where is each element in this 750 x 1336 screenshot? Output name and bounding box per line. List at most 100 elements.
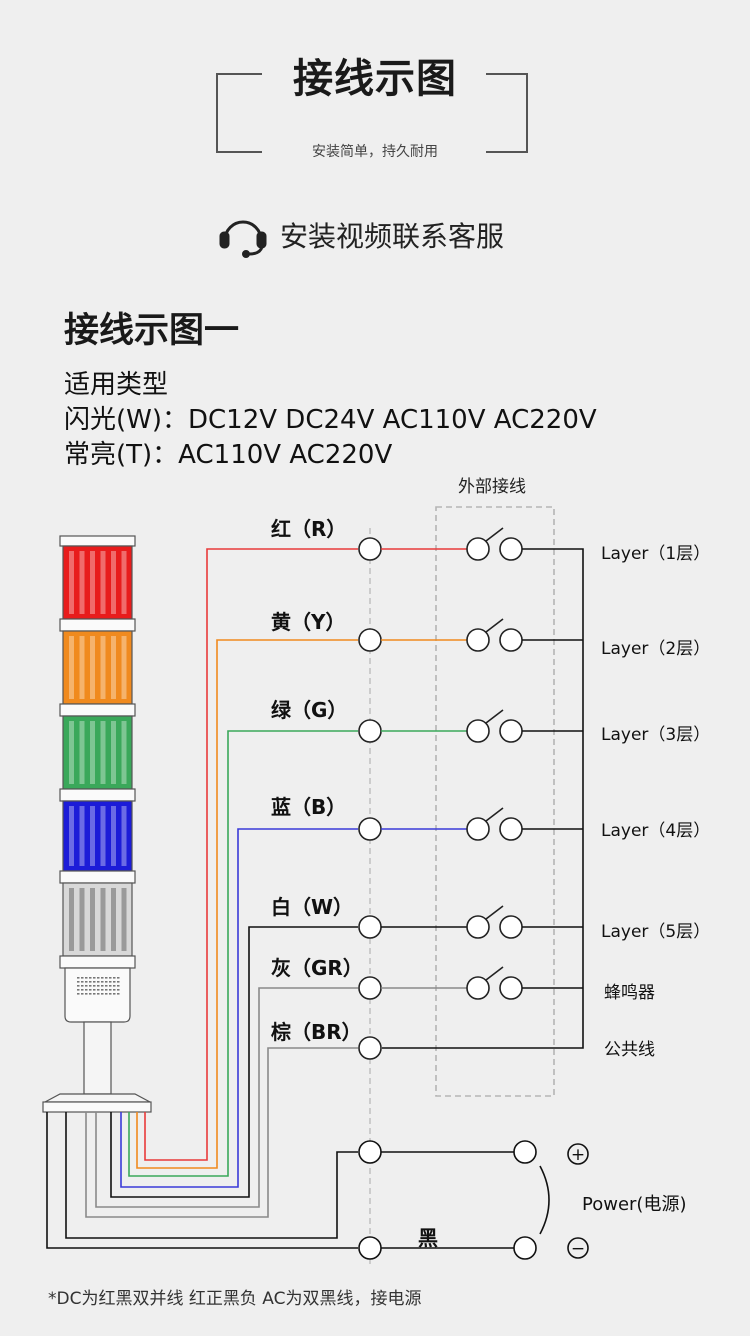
wire-label-yellow: 黄（Y） xyxy=(271,610,346,634)
wire-black-1 xyxy=(65,1112,358,1239)
lens-rib xyxy=(100,551,106,614)
layer-2-label: Layer（2层） xyxy=(601,639,711,659)
switch-contact-a-5 xyxy=(466,915,490,939)
lens-rib xyxy=(100,888,106,951)
header-bracket-right xyxy=(486,73,528,153)
power-section xyxy=(358,1140,589,1260)
layer-1-label: Layer（1层） xyxy=(601,544,711,564)
lens-rib xyxy=(100,636,106,699)
lens-rib xyxy=(111,806,116,866)
lens-rib xyxy=(111,721,116,784)
terminal-3 xyxy=(358,719,382,743)
terminal-5 xyxy=(358,915,382,939)
wire-brown xyxy=(85,1047,358,1218)
switch-contact-b-4 xyxy=(499,817,523,841)
switch-lever-1 xyxy=(485,527,504,542)
switch-contact-b-5 xyxy=(499,915,523,939)
switch-lever-3 xyxy=(485,709,504,724)
terminal-2 xyxy=(358,628,382,652)
layer-4-label: Layer（4层） xyxy=(601,821,711,841)
buzzer-grille xyxy=(77,977,120,995)
wire-grey xyxy=(95,987,358,1208)
switch-contact-b-6 xyxy=(499,976,523,1000)
headset-icon xyxy=(219,220,267,258)
black-wire-label: 黑 xyxy=(418,1226,438,1250)
wire-green xyxy=(128,730,358,1177)
switch-contact-b-3 xyxy=(499,719,523,743)
power-terminal-plus xyxy=(358,1140,382,1164)
header-bracket-left xyxy=(216,73,262,153)
switch-contact-b-2 xyxy=(499,628,523,652)
plus-symbol-icon xyxy=(567,1143,589,1165)
steady-type-line: 常亮(T)：AC110V AC220V xyxy=(64,440,393,470)
power-bracket xyxy=(539,1165,550,1235)
tower-cap xyxy=(59,535,136,547)
common-wire-label: 公共线 xyxy=(604,1040,655,1060)
buzzer-label: 蜂鸣器 xyxy=(604,983,655,1003)
wire-label-white: 白（W） xyxy=(271,895,354,919)
switch-lever-5 xyxy=(485,905,504,920)
lens-rib xyxy=(90,636,95,699)
switch-contact-a-2 xyxy=(466,628,490,652)
supply-terminal-plus xyxy=(513,1140,537,1164)
flash-type-line: 闪光(W)：DC12V DC24V AC110V AC220V xyxy=(64,405,597,435)
lens-rib xyxy=(90,721,95,784)
buzzer-housing xyxy=(64,967,131,1023)
lens-rib xyxy=(90,806,95,866)
power-terminal-minus xyxy=(358,1236,382,1260)
lens-rib xyxy=(121,551,127,614)
wire-white xyxy=(110,926,358,1198)
service-label[interactable]: 安装视频联系客服 xyxy=(280,220,505,253)
terminal-block xyxy=(358,537,382,1060)
wire-black-2 xyxy=(46,1112,358,1249)
terminal-6 xyxy=(358,976,382,1000)
switch-lever-4 xyxy=(485,807,504,822)
switch-group xyxy=(381,527,523,1000)
layer-5-label: Layer（5层） xyxy=(601,922,711,942)
tower-light xyxy=(42,535,152,1113)
switch-lever-2 xyxy=(485,618,504,633)
tower-wires xyxy=(46,548,358,1249)
wire-red xyxy=(144,548,358,1161)
lens-rib xyxy=(90,888,95,951)
wire-label-blue: 蓝（B） xyxy=(271,795,347,819)
terminal-4 xyxy=(358,817,382,841)
lens-rib xyxy=(100,806,106,866)
lens-rib xyxy=(121,806,127,866)
lens-rib xyxy=(69,888,74,951)
switch-contact-a-6 xyxy=(466,976,490,1000)
external-wiring-label: 外部接线 xyxy=(458,477,526,497)
lens-rib xyxy=(79,806,85,866)
footnote: *DC为红黑双并线 红正黑负 AC为双黑线，接电源 xyxy=(48,1289,422,1309)
header-frame xyxy=(216,73,528,153)
terminal-7 xyxy=(358,1036,382,1060)
switch-contact-b-1 xyxy=(499,537,523,561)
tower-segment-white xyxy=(62,882,133,957)
lens-rib xyxy=(79,551,85,614)
wire-label-green: 绿（G） xyxy=(271,698,348,722)
wire-blue xyxy=(120,828,358,1188)
lens-rib xyxy=(79,636,85,699)
wire-label-red: 红（R） xyxy=(271,517,347,541)
lens-rib xyxy=(69,721,74,784)
lens-rib xyxy=(69,636,74,699)
power-label: Power(电源) xyxy=(582,1194,687,1215)
wire-label-grey: 灰（GR） xyxy=(271,956,363,980)
plus-symbol: + xyxy=(571,1145,585,1165)
tower-base xyxy=(42,1101,152,1113)
switch-lever-6 xyxy=(485,966,504,981)
terminal-1 xyxy=(358,537,382,561)
lens-rib xyxy=(69,551,74,614)
minus-symbol: − xyxy=(571,1239,585,1259)
supply-terminal-minus xyxy=(513,1236,537,1260)
page-subtitle: 安装简单，持久耐用 xyxy=(312,144,438,160)
wire-yellow xyxy=(136,639,358,1169)
layer-3-label: Layer（3层） xyxy=(601,725,711,745)
lens-rib xyxy=(121,888,127,951)
wire-label-brown: 棕（BR） xyxy=(271,1020,362,1044)
switch-contact-a-4 xyxy=(466,817,490,841)
lens-rib xyxy=(79,721,85,784)
section-title: 接线示图一 xyxy=(64,311,240,351)
common-bus xyxy=(382,548,584,1049)
